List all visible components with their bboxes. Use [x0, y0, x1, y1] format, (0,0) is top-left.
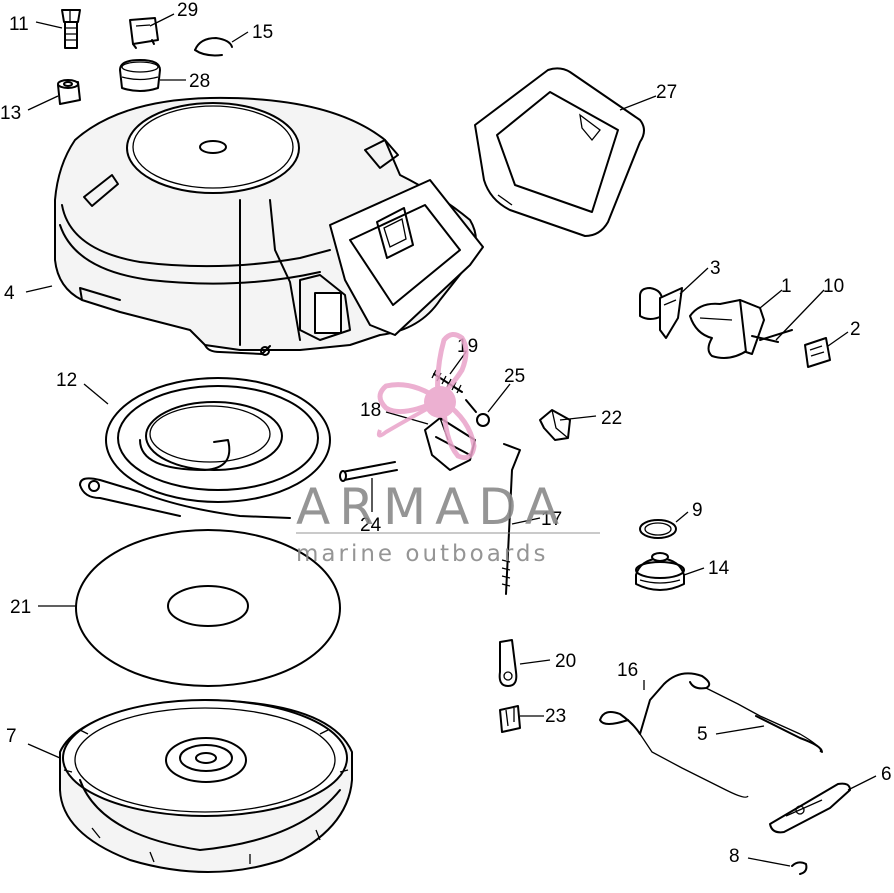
callout-23: 23 — [545, 706, 566, 727]
callout-5: 5 — [697, 724, 708, 745]
callout-20: 20 — [555, 651, 576, 672]
callout-3: 3 — [710, 258, 721, 279]
callout-12: 12 — [56, 370, 77, 391]
callout-11: 11 — [9, 14, 29, 35]
armada-tagline-text: marine outboards — [296, 541, 548, 567]
part-10-cord-end — [759, 329, 793, 341]
part-2-plate — [804, 337, 831, 368]
part-1-starter-handle — [689, 299, 779, 359]
part-15-retaining-ring — [194, 37, 233, 57]
armada-watermark: ARMADA marine outboards — [296, 332, 600, 567]
part-22-pawl — [539, 409, 571, 441]
callout-15: 15 — [252, 22, 273, 43]
callout-21: 21 — [10, 597, 31, 618]
part-8-e-clip — [791, 861, 808, 875]
part-12-recoil-pulley — [79, 377, 331, 519]
callout-16: 16 — [617, 660, 638, 681]
armada-logo-icon — [376, 332, 477, 461]
callout-24: 24 — [360, 515, 382, 536]
part-11-screw — [61, 9, 81, 49]
callout-9: 9 — [692, 500, 703, 521]
part-23-clip — [499, 705, 521, 733]
part-6-cam — [769, 782, 851, 834]
part-7-pulley — [59, 699, 353, 873]
part-20-link — [498, 639, 518, 687]
callout-27: 27 — [656, 82, 677, 103]
callout-17: 17 — [541, 509, 562, 530]
callout-29: 28 — [189, 71, 210, 92]
callout-13: 13 — [0, 103, 21, 124]
part-25-pin — [465, 399, 490, 427]
part-3-grommet — [639, 287, 683, 339]
part-24-pin — [339, 461, 398, 482]
armada-brand-text: ARMADA — [296, 478, 568, 536]
callout-7: 7 — [6, 726, 17, 747]
callout-25: 25 — [504, 366, 525, 387]
part-16-spring-wire — [599, 672, 822, 798]
callout-labels: 11 29 15 28 13 4 27 3 1 10 2 12 19 25 18… — [0, 0, 892, 867]
part-13-bushing — [57, 79, 81, 105]
part-27-handle-ring — [474, 67, 645, 237]
part-4-starter-housing — [54, 96, 484, 356]
part-9-o-ring — [639, 519, 677, 539]
callout-18: 18 — [360, 400, 381, 421]
callout-2: 2 — [850, 319, 861, 340]
part-21-plate — [75, 529, 341, 687]
callout-10: 10 — [823, 276, 844, 297]
callout-4: 4 — [4, 283, 15, 304]
callout-6: 6 — [881, 764, 892, 785]
part-29-plug — [119, 59, 161, 92]
part-17-link-rod — [501, 443, 521, 595]
callout-1: 1 — [781, 276, 792, 297]
part-5-rod — [755, 715, 823, 753]
part-28-clip — [129, 17, 159, 49]
callout-14: 14 — [708, 558, 730, 579]
callout-8: 8 — [729, 846, 740, 867]
callout-22: 22 — [601, 408, 622, 429]
part-14-cap — [635, 552, 685, 591]
callout-28: 29 — [177, 0, 198, 21]
